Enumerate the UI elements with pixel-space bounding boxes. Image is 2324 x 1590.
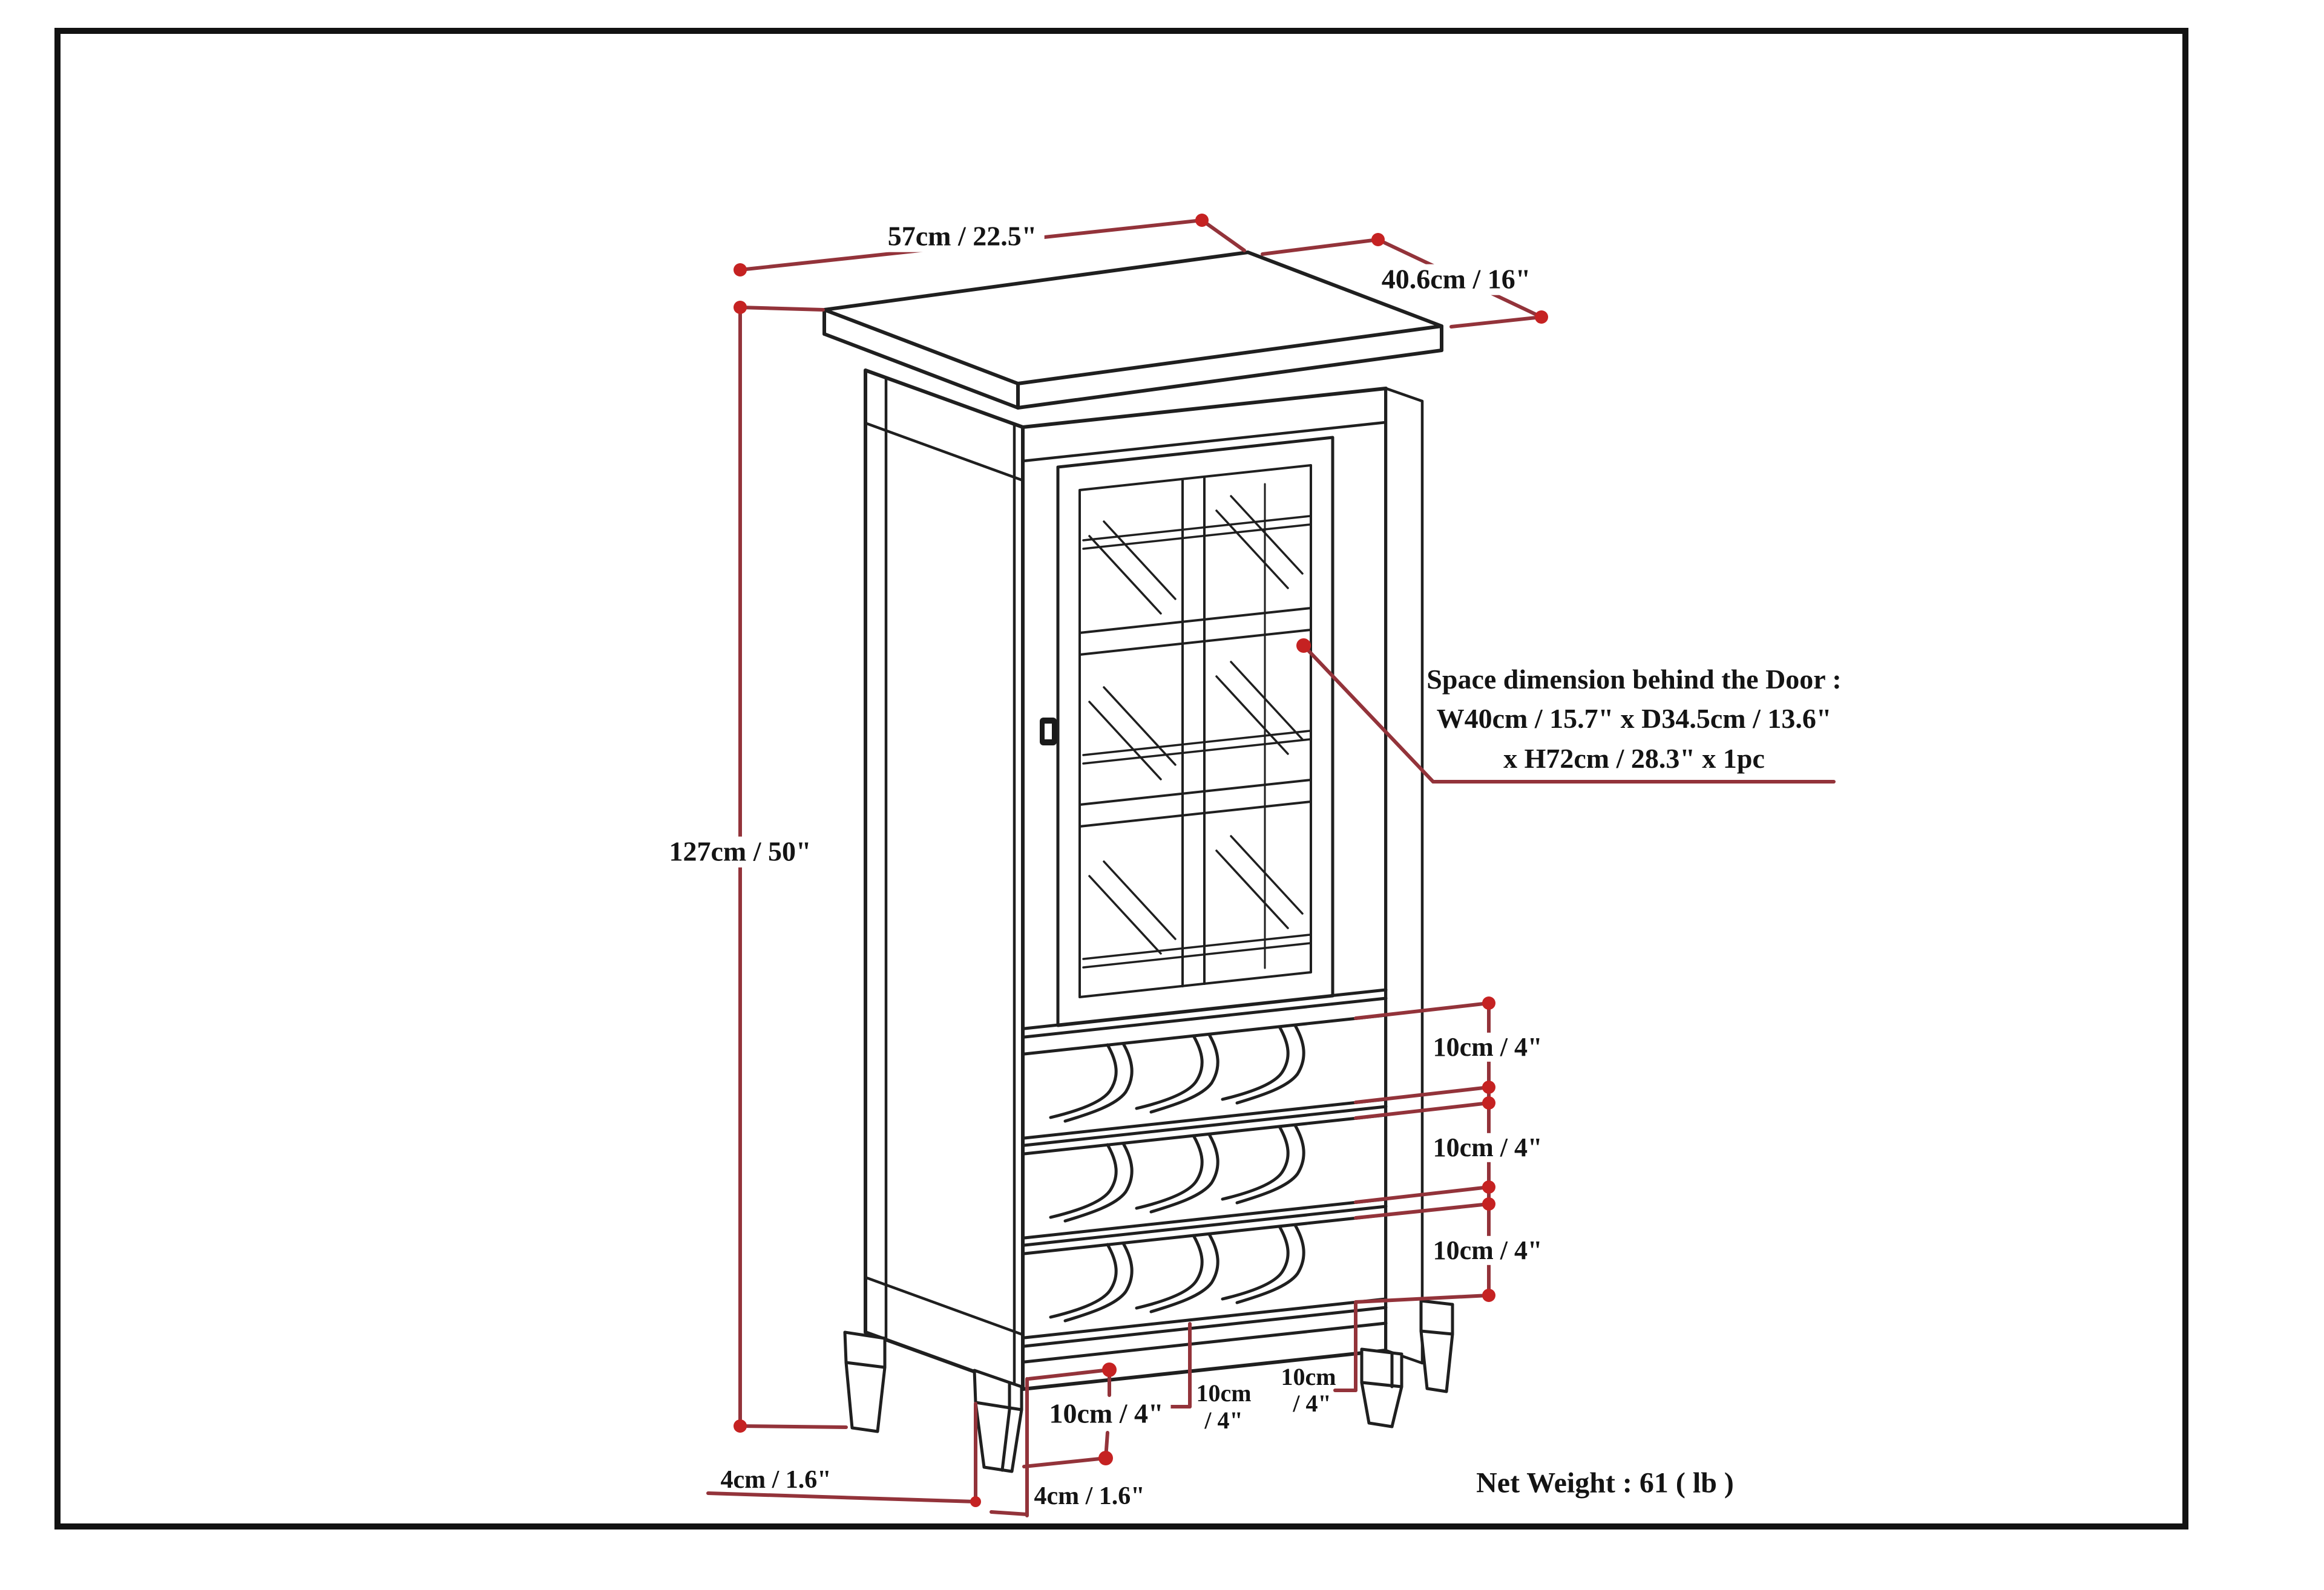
glass-reflection-lines (1088, 495, 1304, 955)
dim-label-rack-gap-2: 10cm / 4" (1425, 1133, 1550, 1163)
door-space-note-line1: Space dimension behind the Door : (1426, 664, 1842, 695)
cabinet-left-side (864, 368, 1025, 1391)
leader-door-note (1302, 644, 1836, 784)
dim-label-foot-height: 4cm / 1.6" (720, 1465, 832, 1494)
dim-label-leg-center-2: / 4" (1204, 1407, 1243, 1434)
wine-rack-rails (1023, 988, 1388, 1364)
dim-label-foot-width: 4cm / 1.6" (1034, 1482, 1145, 1510)
wine-rack-dividers (1049, 1024, 1305, 1323)
door-space-note-line2: W40cm / 15.7" x D34.5cm / 13.6" (1436, 703, 1832, 734)
cabinet-legs (843, 1299, 1454, 1473)
dim-leg-height (974, 1368, 1111, 1517)
door-space-note: Space dimension behind the Door : W40cm … (1426, 659, 1841, 778)
dim-foot (706, 1491, 1029, 1516)
dim-label-rack-gap-1: 10cm / 4" (1425, 1032, 1550, 1062)
dim-label-leg-right-1: 10cm (1281, 1363, 1336, 1390)
dim-label-height: 127cm / 50" (661, 836, 819, 868)
dim-label-rack-gap-3: 10cm / 4" (1425, 1235, 1550, 1266)
dim-label-leg-center-1: 10cm (1196, 1379, 1252, 1407)
border-frame (54, 28, 2188, 1529)
interior-shelves (1082, 483, 1311, 969)
cabinet-top (822, 250, 1443, 410)
door-handle-icon (1040, 718, 1057, 745)
dim-label-depth: 40.6cm / 16" (1374, 264, 1538, 295)
dim-leg-bottom (1167, 1302, 1357, 1408)
dim-label-leg-height: 10cm / 4" (1042, 1398, 1171, 1430)
dimension-dots (734, 214, 1548, 1507)
dim-label-width: 57cm / 22.5" (880, 221, 1045, 252)
net-weight-label: Net Weight : 61 ( lb ) (1476, 1467, 1734, 1499)
dim-label-leg-right-2: / 4" (1293, 1390, 1331, 1417)
door-space-note-line3: x H72cm / 28.3" x 1pc (1503, 742, 1765, 774)
